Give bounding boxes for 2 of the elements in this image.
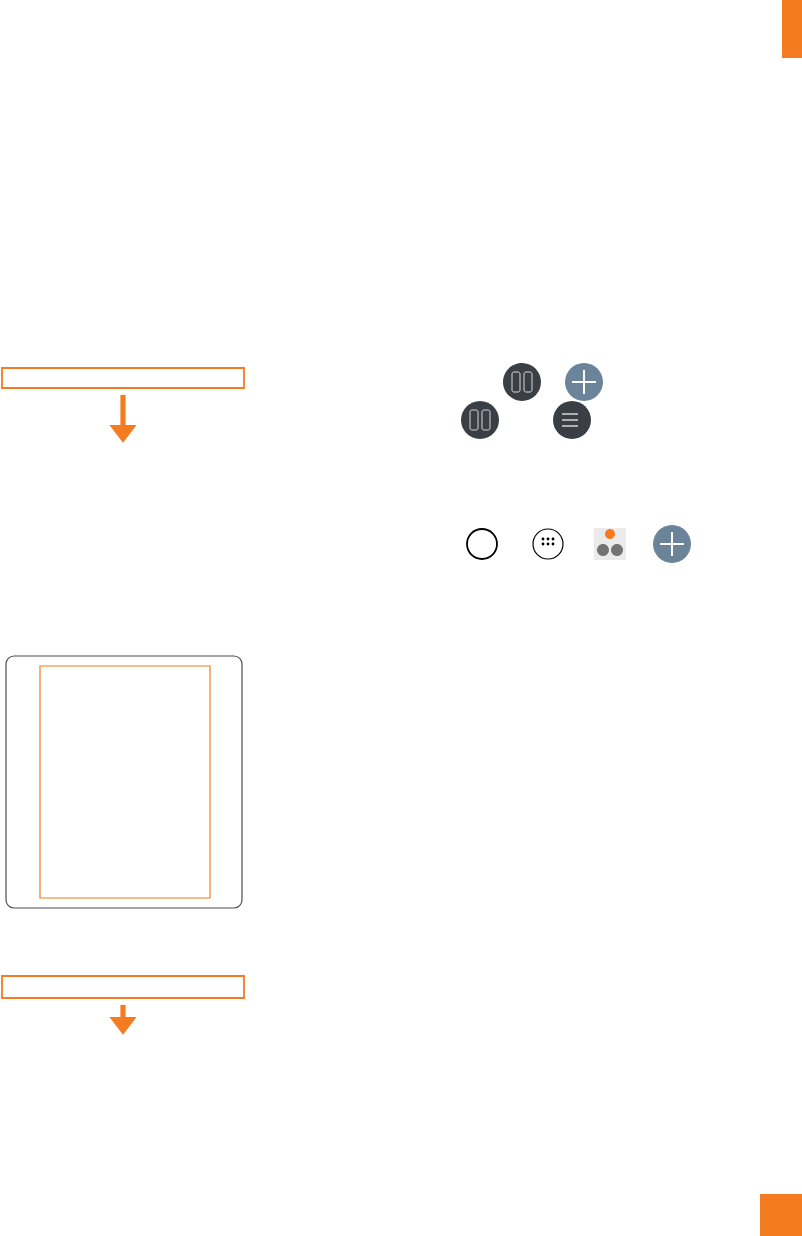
step-bar <box>1 367 245 389</box>
step-bar <box>1 975 245 999</box>
